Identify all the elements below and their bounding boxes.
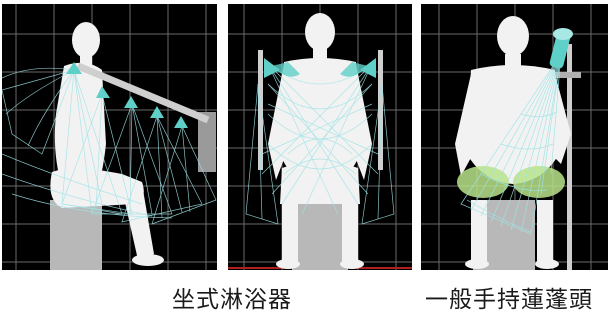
right-pole	[378, 50, 383, 170]
handheld-shower-illustration	[421, 4, 608, 270]
seated-shower-side-illustration	[2, 4, 217, 270]
seated-shower-caption: 坐式淋浴器	[172, 280, 292, 314]
seat-block	[50, 200, 102, 270]
handheld-shower-view-image	[421, 4, 608, 270]
seated-shower-front-view-image	[228, 4, 412, 270]
seat-block	[292, 200, 348, 270]
seated-shower-front-illustration	[228, 4, 412, 270]
grid-lines	[2, 4, 217, 270]
handheld-shower-caption: 一般手持蓮蓬頭	[425, 280, 593, 314]
seated-shower-side-view-image	[2, 4, 217, 270]
